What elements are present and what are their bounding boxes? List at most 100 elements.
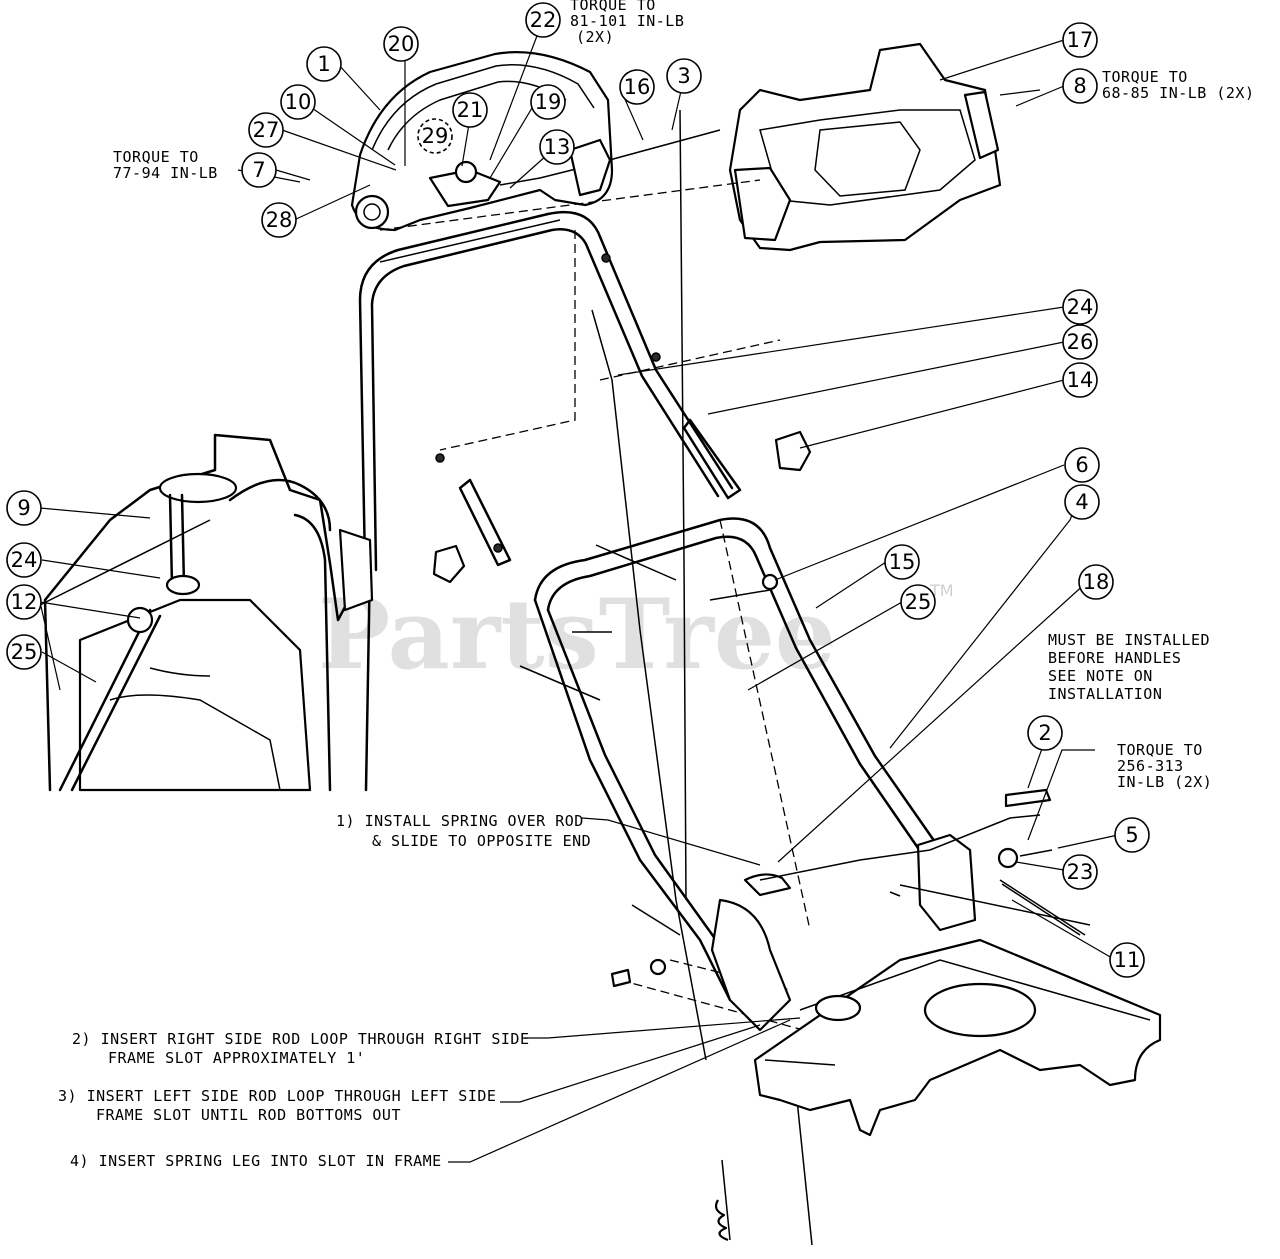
svg-text:TORQUE TO: TORQUE TO [570, 0, 656, 14]
watermark-tm: TM [929, 581, 954, 600]
svg-text:10: 10 [285, 90, 312, 114]
callout-12: 12 [6, 584, 42, 620]
hardware [432, 430, 1081, 988]
svg-text:28: 28 [266, 208, 293, 232]
callout-24a: 24 [1062, 289, 1098, 325]
callout-10: 10 [280, 84, 316, 120]
svg-text:256-313: 256-313 [1117, 757, 1184, 775]
note-torque-256-313: TORQUE TO 256-313 IN-LB (2X) [1117, 741, 1212, 791]
svg-text:12: 12 [11, 590, 38, 614]
svg-text:FRAME SLOT UNTIL ROD BOTTOMS O: FRAME SLOT UNTIL ROD BOTTOMS OUT [96, 1106, 401, 1124]
svg-text:3) INSERT LEFT SIDE ROD LOOP T: 3) INSERT LEFT SIDE ROD LOOP THROUGH LEF… [58, 1087, 496, 1105]
svg-text:29: 29 [422, 124, 449, 148]
svg-text:21: 21 [457, 98, 484, 122]
svg-text:8: 8 [1073, 74, 1086, 98]
svg-text:INSTALLATION: INSTALLATION [1048, 685, 1162, 703]
svg-text:TORQUE TO: TORQUE TO [1102, 68, 1188, 86]
callout-8: 8 [1062, 68, 1098, 104]
note-torque-81-101: TORQUE TO 81-101 IN-LB (2X) [570, 0, 684, 46]
svg-text:& SLIDE TO OPPOSITE END: & SLIDE TO OPPOSITE END [372, 832, 591, 850]
svg-text:22: 22 [530, 8, 557, 32]
svg-text:25: 25 [11, 640, 38, 664]
callout-20: 20 [383, 26, 419, 62]
svg-text:13: 13 [544, 135, 571, 159]
svg-text:5: 5 [1125, 823, 1138, 847]
svg-text:24: 24 [11, 548, 38, 572]
callout-13: 13 [539, 129, 575, 165]
callout-3: 3 [666, 58, 702, 94]
callout-2: 2 [1027, 715, 1063, 751]
callout-16: 16 [619, 69, 655, 105]
svg-text:TORQUE TO: TORQUE TO [1117, 741, 1203, 759]
control-panel [350, 51, 721, 232]
note-torque-68-85: TORQUE TO 68-85 IN-LB (2X) [1102, 68, 1255, 102]
watermark-text: PartsTree [318, 578, 836, 691]
svg-text:(2X): (2X) [576, 28, 614, 46]
callout-19: 19 [530, 84, 566, 120]
note-install-before-handles: MUST BE INSTALLED BEFORE HANDLES SEE NOT… [1048, 631, 1210, 703]
handle-rivet [651, 352, 661, 362]
callout-26: 26 [1062, 324, 1098, 360]
svg-text:1) INSTALL SPRING OVER ROD: 1) INSTALL SPRING OVER ROD [336, 812, 584, 830]
svg-text:68-85 IN-LB (2X): 68-85 IN-LB (2X) [1102, 84, 1255, 102]
svg-text:7: 7 [252, 158, 265, 182]
svg-text:3: 3 [677, 64, 690, 88]
svg-text:11: 11 [1114, 948, 1141, 972]
note-step-3: 3) INSERT LEFT SIDE ROD LOOP THROUGH LEF… [58, 1087, 496, 1124]
lower-frame [710, 833, 1162, 1137]
svg-text:18: 18 [1083, 570, 1110, 594]
svg-text:23: 23 [1067, 860, 1094, 884]
callout-23: 23 [1062, 854, 1098, 890]
handle-rivet [493, 543, 503, 553]
callout-22: 22 [525, 2, 561, 38]
callout-24b: 24 [6, 542, 42, 578]
callout-15: 15 [884, 544, 920, 580]
svg-text:2: 2 [1038, 721, 1051, 745]
callout-1: 1 [306, 46, 342, 82]
callout-29: 29 [417, 118, 453, 154]
rear-cover [728, 42, 1002, 252]
handle-rivet [601, 253, 611, 263]
callout-25a: 25 [900, 584, 936, 620]
note-step-1: 1) INSTALL SPRING OVER ROD & SLIDE TO OP… [336, 812, 591, 850]
svg-text:27: 27 [253, 118, 280, 142]
svg-text:BEFORE HANDLES: BEFORE HANDLES [1048, 649, 1181, 667]
svg-text:25: 25 [905, 590, 932, 614]
callout-17: 17 [1062, 22, 1098, 58]
callout-18: 18 [1078, 564, 1114, 600]
callout-11: 11 [1109, 942, 1145, 978]
note-step-4: 4) INSERT SPRING LEG INTO SLOT IN FRAME [70, 1152, 442, 1170]
cables [591, 109, 813, 1246]
inset-detail [39, 433, 374, 792]
callout-4: 4 [1064, 484, 1100, 520]
note-step-2: 2) INSERT RIGHT SIDE ROD LOOP THROUGH RI… [72, 1030, 529, 1067]
svg-text:IN-LB (2X): IN-LB (2X) [1117, 773, 1212, 791]
svg-text:MUST BE INSTALLED: MUST BE INSTALLED [1048, 631, 1210, 649]
svg-text:4: 4 [1075, 490, 1088, 514]
watermark: PartsTree TM [318, 578, 954, 691]
callout-28: 28 [261, 202, 297, 238]
svg-text:19: 19 [535, 90, 562, 114]
svg-text:14: 14 [1067, 368, 1094, 392]
svg-text:16: 16 [624, 75, 651, 99]
svg-text:FRAME SLOT APPROXIMATELY 1': FRAME SLOT APPROXIMATELY 1' [108, 1049, 365, 1067]
svg-text:24: 24 [1067, 295, 1094, 319]
svg-text:6: 6 [1075, 453, 1088, 477]
svg-text:77-94 IN-LB: 77-94 IN-LB [113, 164, 218, 182]
svg-text:SEE NOTE ON: SEE NOTE ON [1048, 667, 1153, 685]
svg-text:TORQUE TO: TORQUE TO [113, 148, 199, 166]
svg-text:9: 9 [17, 496, 30, 520]
callout-14: 14 [1062, 362, 1098, 398]
handle-rivet [435, 453, 445, 463]
svg-text:17: 17 [1067, 28, 1094, 52]
callout-25b: 25 [6, 634, 42, 670]
callout-7: 7 [241, 152, 277, 188]
callout-6: 6 [1064, 447, 1100, 483]
svg-text:20: 20 [388, 32, 415, 56]
svg-text:2) INSERT RIGHT SIDE ROD LOOP: 2) INSERT RIGHT SIDE ROD LOOP THROUGH RI… [72, 1030, 529, 1048]
svg-text:1: 1 [317, 52, 330, 76]
svg-text:15: 15 [889, 550, 916, 574]
svg-text:4) INSERT SPRING LEG INTO SLOT: 4) INSERT SPRING LEG INTO SLOT IN FRAME [70, 1152, 442, 1170]
upper-handle [358, 210, 742, 572]
